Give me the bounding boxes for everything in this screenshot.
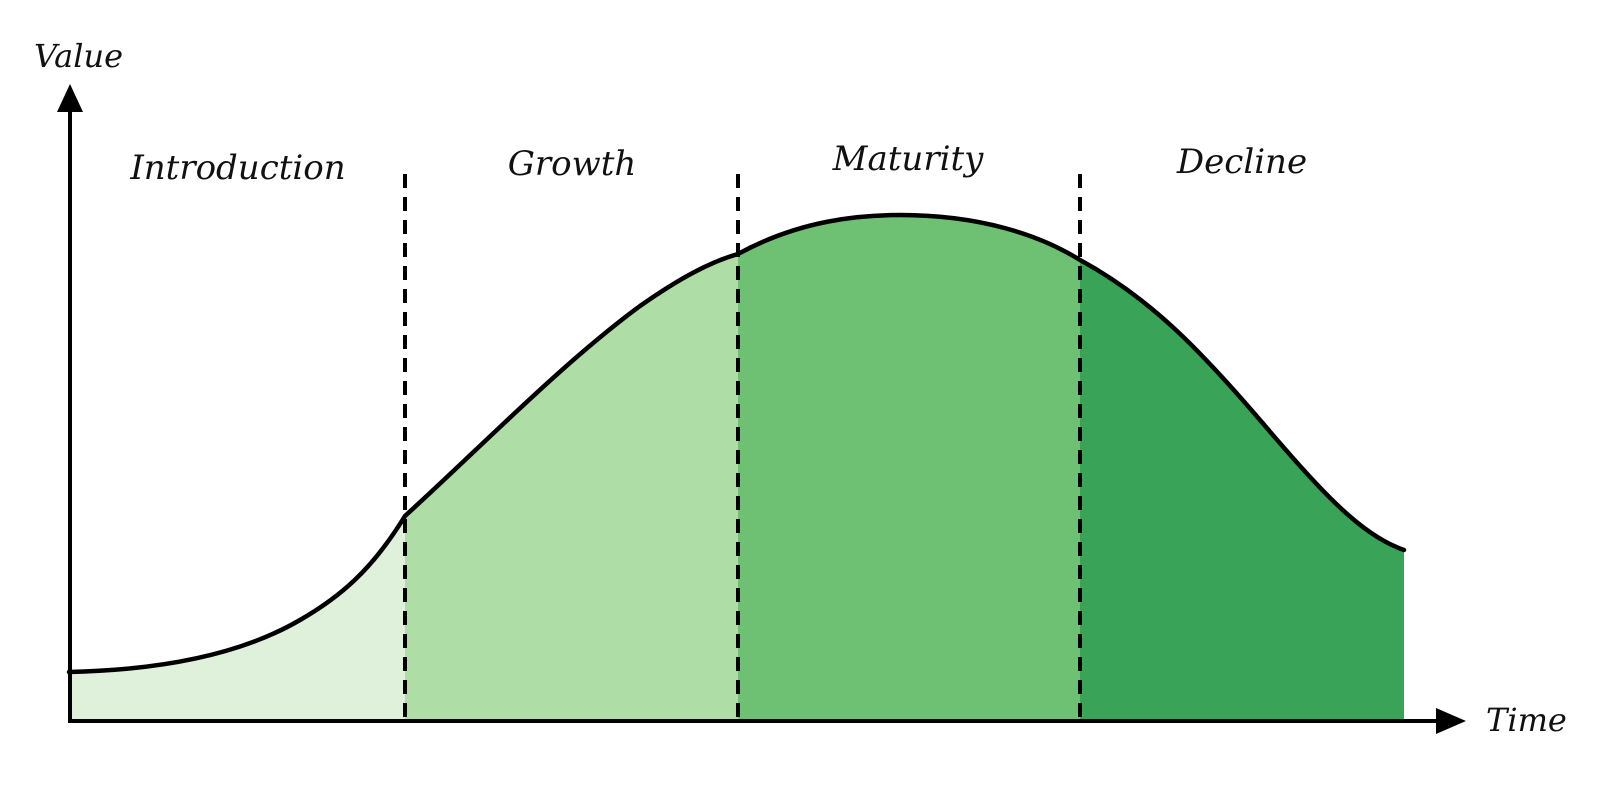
- y-axis-label: Value: [34, 37, 123, 75]
- y-axis-arrow-icon: [57, 84, 83, 112]
- stage-label-introduction: Introduction: [129, 148, 345, 188]
- x-axis-label: Time: [1486, 701, 1567, 739]
- stage-fill-decline: [1080, 215, 1404, 721]
- life-cycle-curve: [66, 212, 1407, 675]
- stage-fill-maturity: [738, 215, 1080, 721]
- stage-label-growth: Growth: [508, 144, 637, 184]
- stage-label-decline: Decline: [1176, 142, 1307, 182]
- stage-fill-introduction: [69, 215, 405, 721]
- axes: [57, 84, 1466, 734]
- stage-label-maturity: Maturity: [832, 139, 984, 179]
- x-axis-arrow-icon: [1436, 708, 1466, 734]
